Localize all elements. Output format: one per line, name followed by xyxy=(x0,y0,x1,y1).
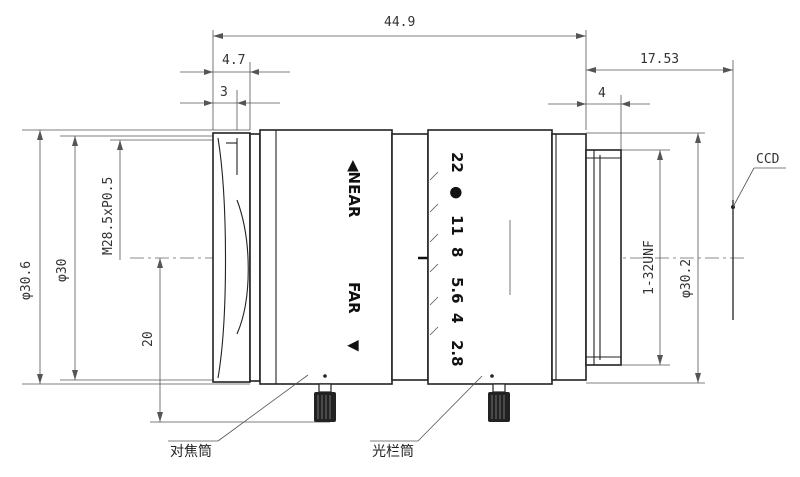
aperture-ticks xyxy=(429,171,439,336)
focus-ring-label: 对焦筒 xyxy=(170,443,212,460)
aperture-2-8: 2.8 xyxy=(448,340,466,367)
focus-ring-leader xyxy=(217,374,309,442)
front-glass-curve-1 xyxy=(217,137,227,379)
dim-outer-diameter: φ30.6 xyxy=(19,261,34,300)
near-label: ◀NEAR xyxy=(345,160,363,218)
iris-ring-leader xyxy=(417,375,483,442)
dim-body-diameter: φ30 xyxy=(55,259,70,282)
aperture-11: 11 xyxy=(448,215,466,236)
front-step xyxy=(249,133,261,382)
aperture-22: 22 xyxy=(448,152,466,173)
dim-flange-back: 17.53 xyxy=(640,52,679,67)
dim-half-height: 20 xyxy=(141,331,156,347)
front-flange xyxy=(212,132,251,383)
aperture-4: 4 xyxy=(448,313,466,323)
far-label: FAR xyxy=(345,282,363,314)
dim-rear-diameter: φ30.2 xyxy=(679,259,694,298)
aperture-scale: 22 ● 11 8 5.6 4 2.8 xyxy=(429,152,466,367)
far-arrow: ▼ xyxy=(345,340,363,352)
front-glass-curve-2 xyxy=(236,199,249,335)
focus-lock-screw xyxy=(314,374,336,422)
dim-front-flange: 4.7 xyxy=(222,53,245,68)
aperture-8: 8 xyxy=(448,247,466,257)
iris-lock-screw xyxy=(488,374,510,422)
rear-band xyxy=(551,133,587,381)
focus-ring xyxy=(259,129,393,385)
dim-front-thread: M28.5xP0.5 xyxy=(101,177,116,255)
aperture-dot: ● xyxy=(448,186,466,199)
ccd-leader xyxy=(732,167,755,208)
ccd-label: CCD xyxy=(756,152,780,167)
iris-ring xyxy=(427,129,553,385)
dim-mount-thread: 1-32UNF xyxy=(642,240,657,295)
aperture-5-6: 5.6 xyxy=(448,277,466,304)
dim-front-step: 3 xyxy=(220,85,228,100)
iris-ring-label: 光栏筒 xyxy=(372,443,414,460)
dim-arrows-3 xyxy=(204,100,246,106)
dim-arrow-m285 xyxy=(117,140,123,150)
c-mount xyxy=(585,149,622,366)
dim-overall-length: 44.9 xyxy=(384,15,415,30)
dim-back-flange: 4 xyxy=(598,86,606,101)
